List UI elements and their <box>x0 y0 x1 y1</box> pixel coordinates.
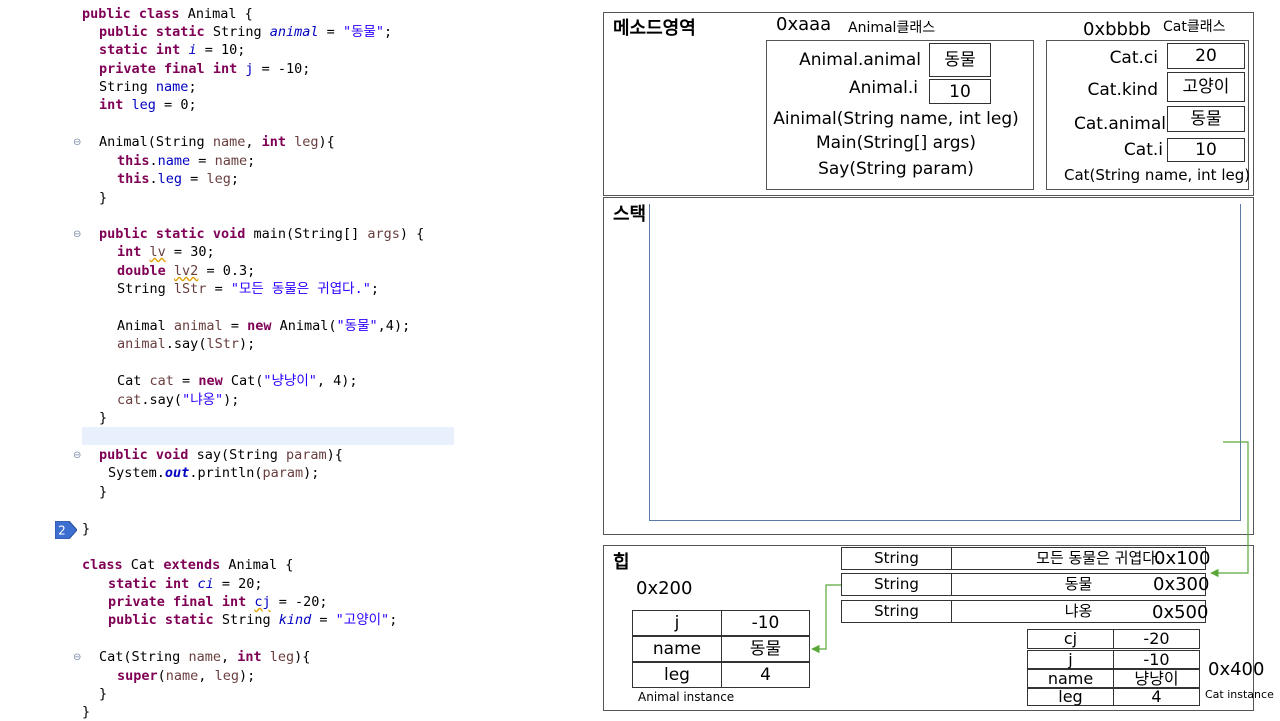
fold-marker-icon[interactable]: ⊖ <box>73 229 82 240</box>
instance-field-value: 동물 <box>721 636 810 662</box>
stack-region <box>603 197 1254 535</box>
string-object-value: 모든 동물은 귀엽다. <box>951 547 1206 570</box>
string-object-address: 0x300 <box>1153 574 1210 595</box>
string-object-value: 냐옹 <box>951 600 1206 623</box>
code-line: int leg = 0; <box>99 97 197 113</box>
field-label: Animal.i <box>849 78 918 98</box>
code-line: private final int cj = -20; <box>108 594 328 610</box>
method-area-title: 메소드영역 <box>613 18 696 39</box>
code-line: Animal animal = new Animal("동물",4); <box>117 318 411 334</box>
instance-field-name: name <box>1027 669 1114 688</box>
instance-field-value: 4 <box>721 662 810 688</box>
animal-class-label: Animal클래스 <box>848 20 936 36</box>
code-line: int lv = 30; <box>117 244 215 260</box>
fold-marker-icon[interactable]: ⊖ <box>73 450 82 461</box>
field-value: 20 <box>1167 43 1245 69</box>
code-line: String lStr = "모든 동물은 귀엽다."; <box>117 281 379 297</box>
code-line: this.leg = leg; <box>117 171 239 187</box>
field-label: Cat.i <box>1123 140 1163 160</box>
string-object-type: String <box>841 573 952 596</box>
code-line: } <box>82 521 91 537</box>
code-line: this.name = name; <box>117 153 256 169</box>
field-value: 10 <box>1167 138 1245 162</box>
stack-frame-main <box>649 204 1241 521</box>
code-line: private final int j = -10; <box>99 61 311 77</box>
instance-field-name: j <box>1027 650 1114 669</box>
code-line: } <box>99 686 108 702</box>
string-object-address: 0x100 <box>1154 548 1211 569</box>
method-signature: Main(String[] args) <box>815 133 976 153</box>
code-line: public class Animal { <box>82 6 253 22</box>
code-line: public static void main(String[] args) { <box>99 226 425 242</box>
code-line: class Cat extends Animal { <box>82 557 294 573</box>
code-line: String name; <box>99 79 197 95</box>
code-line: public void say(String param){ <box>99 447 343 463</box>
code-line: cat.say("냐옹"); <box>117 392 240 408</box>
code-line: System.out.println(param); <box>108 465 320 481</box>
animal-instance-caption: Animal instance <box>638 690 735 704</box>
method-signature: Ainimal(String name, int leg) <box>773 109 1019 129</box>
reference-arrow-lstr <box>1210 441 1249 578</box>
instance-field-value: -20 <box>1113 629 1200 649</box>
method-signature: Say(String param) <box>818 159 974 179</box>
code-line: static int i = 10; <box>99 42 246 58</box>
animal-class-address: 0xaaa <box>776 14 832 35</box>
instance-field-value: 냥냥이 <box>1113 669 1200 688</box>
code-line: } <box>82 704 91 720</box>
string-object-value: 동물 <box>951 573 1206 596</box>
instance-field-name: cj <box>1027 629 1114 649</box>
cat-class-label: Cat클래스 <box>1163 19 1226 35</box>
current-line-highlight <box>82 427 454 445</box>
code-line: super(name, leg); <box>117 668 256 684</box>
svg-text:2: 2 <box>58 524 66 538</box>
code-line: Cat(String name, int leg){ <box>99 649 311 665</box>
string-object-address: 0x500 <box>1152 602 1209 623</box>
animal-instance-address: 0x200 <box>636 578 693 599</box>
reference-arrow-name <box>811 584 841 654</box>
fold-marker-icon[interactable]: ⊖ <box>73 652 82 663</box>
cat-instance-caption: Cat instance <box>1205 688 1274 701</box>
code-line: public static String animal = "동물"; <box>99 24 393 40</box>
instance-field-value: 4 <box>1113 688 1200 706</box>
fold-marker-icon[interactable]: ⊖ <box>73 137 82 148</box>
field-value: 고양이 <box>1167 72 1245 102</box>
cat-class-address: 0xbbbb <box>1083 19 1151 40</box>
instance-field-value: -10 <box>1113 650 1200 669</box>
stack-title: 스택 <box>613 204 647 225</box>
field-label: Cat.ci <box>1109 48 1158 68</box>
code-line: animal.say(lStr); <box>117 336 256 352</box>
instance-field-name: leg <box>1027 688 1114 706</box>
cat-instance-address: 0x400 <box>1208 659 1265 680</box>
code-line: } <box>99 190 108 206</box>
field-value: 동물 <box>929 43 991 77</box>
bookmark-icon[interactable]: 2 <box>54 520 78 540</box>
instance-field-name: j <box>632 610 722 636</box>
method-signature: Cat(String name, int leg) <box>1064 166 1251 184</box>
field-value: 동물 <box>1167 106 1245 132</box>
code-line: } <box>99 484 108 500</box>
code-line: Cat cat = new Cat("냥냥이", 4); <box>117 373 358 389</box>
instance-field-value: -10 <box>721 610 810 636</box>
field-label: Animal.animal <box>799 50 921 70</box>
code-line: public static String kind = "고양이"; <box>108 612 398 628</box>
code-editor[interactable]: public class Animal { public static Stri… <box>0 0 560 720</box>
heap-title: 힙 <box>613 552 630 573</box>
code-line: } <box>99 410 108 426</box>
field-label: Cat.animal <box>1074 114 1166 134</box>
field-label: Cat.kind <box>1087 80 1159 100</box>
field-value: 10 <box>929 79 991 104</box>
code-line: double lv2 = 0.3; <box>117 263 256 279</box>
code-line: Animal(String name, int leg){ <box>99 134 335 150</box>
code-line: static int ci = 20; <box>108 576 263 592</box>
